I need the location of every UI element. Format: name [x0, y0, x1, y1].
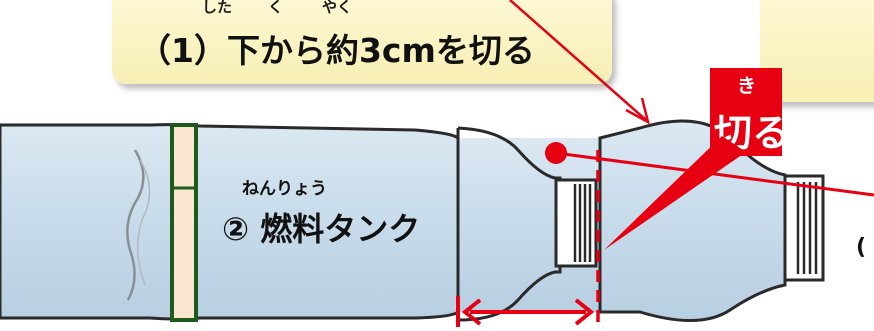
tape-band [170, 123, 198, 322]
left-bottle-wavy-edge-2 [136, 159, 151, 286]
right-bottle [598, 119, 825, 322]
right-bottle-cap [783, 174, 825, 282]
right-edge-text: ( [856, 235, 866, 260]
callout-ruby-mark: く [268, 0, 283, 16]
middle-bottle-section [456, 126, 600, 322]
marker-line [555, 151, 874, 197]
cut-label-ruby: き [737, 75, 756, 97]
callout-step1: した く やく （1）下から約3cmを切る [112, 0, 612, 84]
middle-neck-cap [554, 178, 598, 268]
tank-label-text: ② 燃料タンク [222, 210, 420, 248]
callout-right-partial [760, 0, 874, 102]
cut-label-pointer [604, 136, 746, 250]
tank-label-ruby: ねんりょう [242, 179, 327, 199]
left-bottle-wavy-edge [126, 149, 145, 301]
callout-ruby-shita: した [202, 0, 232, 16]
callout-ruby-yaku: やく [322, 0, 352, 16]
pointer-callout [509, 0, 650, 125]
callout-step1-text: （1）下から約3cmを切る [138, 31, 535, 70]
measure-double-arrow [456, 296, 595, 327]
